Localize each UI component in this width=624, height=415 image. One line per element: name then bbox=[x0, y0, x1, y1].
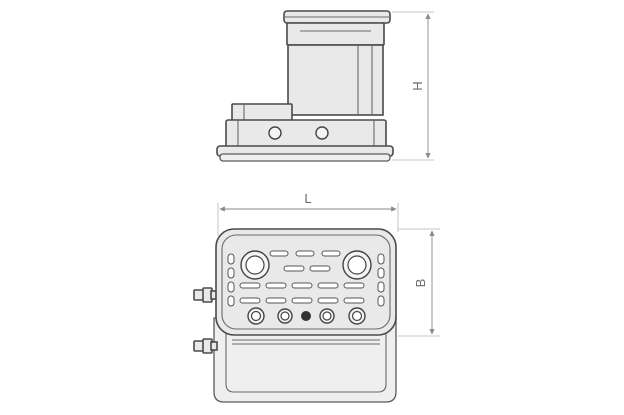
side-bolt-left bbox=[268, 126, 282, 140]
slot-row-top bbox=[269, 250, 341, 257]
length-dimension: L bbox=[217, 191, 399, 236]
port-center-dark bbox=[301, 311, 311, 321]
port-small-2 bbox=[277, 308, 293, 324]
fitting-upper bbox=[193, 287, 218, 303]
base-block bbox=[225, 119, 387, 149]
length-label: L bbox=[304, 191, 311, 206]
slot-row-bottom bbox=[239, 297, 365, 304]
upper-neck bbox=[286, 22, 385, 46]
side-view bbox=[216, 10, 394, 162]
height-label: H bbox=[410, 81, 425, 90]
side-bolt-right bbox=[315, 126, 329, 140]
port-small-4 bbox=[348, 307, 366, 325]
port-large-left bbox=[240, 250, 270, 280]
slot-row-lower bbox=[239, 282, 365, 289]
slot-row-middle bbox=[283, 265, 331, 272]
slot-column-right bbox=[377, 253, 385, 307]
body-column bbox=[287, 44, 384, 116]
bottom-seal bbox=[219, 153, 391, 162]
handle-frame bbox=[213, 317, 397, 403]
port-large-right bbox=[342, 250, 372, 280]
height-dimension: H bbox=[392, 11, 434, 161]
width-dimension: B bbox=[398, 228, 440, 337]
port-small-1 bbox=[247, 307, 265, 325]
top-view bbox=[193, 228, 397, 403]
port-small-3 bbox=[319, 308, 335, 324]
width-label: B bbox=[413, 279, 428, 288]
fitting-lower bbox=[193, 338, 218, 354]
slot-column-left bbox=[227, 253, 235, 307]
